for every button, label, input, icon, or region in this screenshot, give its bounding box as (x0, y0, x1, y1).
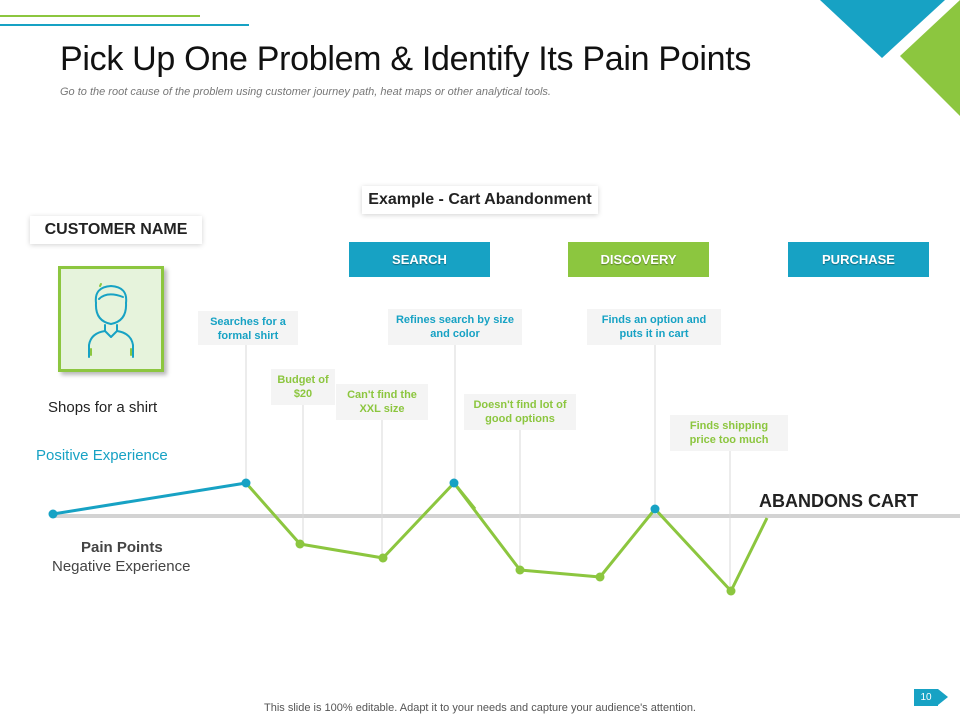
example-label: Example - Cart Abandonment (362, 186, 598, 214)
stage-search: SEARCH (349, 242, 490, 277)
page-title: Pick Up One Problem & Identify Its Pain … (60, 40, 752, 78)
dot-start (48, 509, 58, 519)
stage-purchase: PURCHASE (788, 242, 929, 277)
note-search-formal-shirt: Searches for a formal shirt (198, 311, 298, 345)
pain-points-line (244, 481, 769, 593)
note-option-in-cart: Finds an option and puts it in cart (587, 309, 721, 345)
corner-green-triangle (900, 0, 960, 116)
footer-text: This slide is 100% editable. Adapt it to… (264, 702, 696, 714)
positive-line-1 (52, 481, 247, 516)
pain-points-label: Pain Points (81, 539, 163, 556)
note-shipping-price: Finds shipping price too much (670, 415, 788, 451)
note-refine-search: Refines search by size and color (388, 309, 522, 345)
customer-avatar (58, 266, 164, 372)
shops-label: Shops for a shirt (48, 399, 158, 416)
page-number-arrow-icon (938, 689, 948, 705)
dot-options-2 (595, 572, 605, 582)
person-icon (88, 283, 134, 358)
negative-experience-label: Negative Experience (52, 558, 191, 575)
dot-options (515, 565, 525, 575)
abandons-cart-label: ABANDONS CART (759, 491, 918, 511)
positive-experience-label: Positive Experience (36, 447, 168, 464)
note-budget: Budget of $20 (271, 369, 335, 405)
corner-teal-triangle (820, 0, 945, 58)
customer-name-label: CUSTOMER NAME (30, 216, 202, 244)
note-few-options: Doesn't find lot of good options (464, 394, 576, 430)
dot-shipping (726, 586, 736, 596)
page-number: 10 (914, 689, 938, 706)
dot-refine (449, 478, 459, 488)
page-subtitle: Go to the root cause of the problem usin… (60, 86, 551, 98)
dot-budget (295, 539, 305, 549)
dot-search (241, 478, 251, 488)
stage-discovery: DISCOVERY (568, 242, 709, 277)
dot-size (378, 553, 388, 563)
note-xxl-size: Can't find the XXL size (336, 384, 428, 420)
dot-cart (650, 504, 660, 514)
